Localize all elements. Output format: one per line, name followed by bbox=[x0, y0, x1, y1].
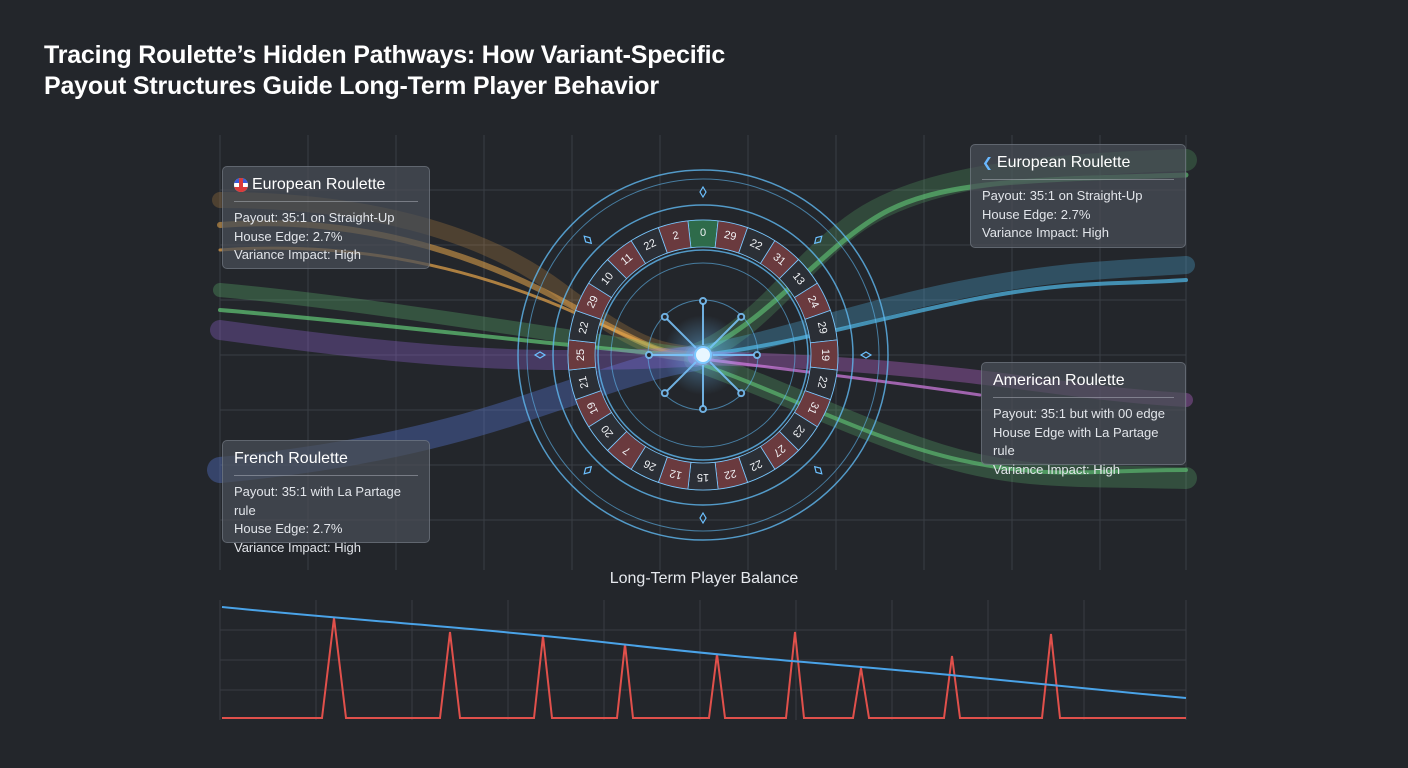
wheel-number: 27 bbox=[771, 442, 788, 459]
wheel-spoke-tip bbox=[645, 351, 653, 359]
wheel-number: 22 bbox=[748, 237, 764, 253]
wheel-number: 23 bbox=[790, 423, 807, 440]
wheel-number: 22 bbox=[723, 467, 738, 481]
wheel-diamond bbox=[699, 511, 707, 525]
wheel-spoke-tip bbox=[699, 297, 707, 305]
card-line-house-edge: House Edge: 2.7% bbox=[234, 228, 343, 244]
wheel-diamond bbox=[813, 465, 823, 475]
wheel-number: 19 bbox=[819, 349, 831, 361]
balance-chart-title: Long-Term Player Balance bbox=[609, 570, 799, 587]
wheel-pocket bbox=[657, 220, 692, 254]
wheel-number: 10 bbox=[599, 270, 616, 287]
wheel-number: 21 bbox=[577, 375, 591, 390]
wheel-diamonds bbox=[533, 185, 873, 525]
card-title: French Roulette bbox=[234, 450, 348, 467]
card-divider bbox=[234, 201, 418, 202]
wheel-number: 31 bbox=[771, 251, 788, 268]
card-line-variance: Variance Impact: High bbox=[234, 247, 361, 262]
wheel-spoke-tip bbox=[660, 312, 669, 321]
card-line-house-edge: House Edge with La Partage rule bbox=[993, 424, 1159, 459]
wheel-number: 29 bbox=[723, 229, 738, 243]
chevron-left-icon: ❮ bbox=[982, 155, 993, 170]
balance-chart bbox=[219, 600, 1187, 720]
wheel-number: 22 bbox=[642, 237, 658, 253]
card-line-house-edge: House Edge: 2.7% bbox=[234, 521, 343, 536]
wheel-number: 2 bbox=[672, 230, 681, 243]
wheel-diamond bbox=[583, 465, 593, 475]
title-line-1: Tracing Roulette’s Hidden Pathways: How … bbox=[44, 41, 726, 69]
card-line-house-edge: House Edge: 2.7% bbox=[982, 206, 1091, 222]
balance-series-line bbox=[221, 606, 1187, 699]
card-line-payout: Payout: 35:1 on Straight-Up bbox=[982, 188, 1143, 203]
wheel-number: 31 bbox=[805, 400, 821, 416]
wheel-number: 22 bbox=[577, 321, 591, 336]
card-divider bbox=[982, 179, 1174, 180]
card-french: French Roulette Payout: 35:1 with La Par… bbox=[222, 440, 430, 555]
wheel-diamond bbox=[813, 235, 823, 245]
wheel-spoke-tip bbox=[737, 312, 746, 321]
flag-icon bbox=[234, 178, 248, 192]
wheel-spoke-tip bbox=[753, 351, 761, 359]
card-line-payout: Payout: 35:1 on Straight-Up bbox=[234, 210, 395, 225]
wheel-number: 29 bbox=[585, 294, 601, 310]
wheel-number: 26 bbox=[642, 457, 658, 473]
card-line-payout: Payout: 35:1 but with 00 edge bbox=[993, 406, 1166, 421]
card-american: American Roulette Payout: 35:1 but with … bbox=[981, 362, 1186, 477]
card-line-payout: Payout: 35:1 with La Partage rule bbox=[234, 484, 401, 518]
wheel-diamond bbox=[583, 235, 593, 245]
wheel-number: 12 bbox=[669, 467, 684, 481]
page-title: Tracing Roulette’s Hidden Pathways: How … bbox=[44, 40, 804, 102]
card-title: European Roulette bbox=[252, 176, 386, 193]
card-european-right: ❮ European Roulette Payout: 35:1 on Stra… bbox=[970, 144, 1186, 248]
wheel-number: 19 bbox=[585, 400, 601, 416]
wheel-spoke-tip bbox=[660, 389, 669, 398]
spike-series-line bbox=[222, 617, 1186, 719]
wheel-number: 20 bbox=[599, 423, 616, 440]
card-divider bbox=[234, 475, 418, 476]
wheel-diamond bbox=[699, 185, 707, 199]
wheel-number: 22 bbox=[815, 375, 829, 390]
wheel-number: 22 bbox=[748, 457, 764, 473]
wheel-number: 25 bbox=[575, 349, 587, 361]
wheel-number: 24 bbox=[805, 294, 821, 310]
card-line-variance: Variance Impact: High bbox=[234, 539, 361, 555]
card-european-left: European Roulette Payout: 35:1 on Straig… bbox=[222, 166, 430, 269]
card-line-variance: Variance Impact: High bbox=[993, 461, 1120, 477]
wheel-spoke-tip bbox=[737, 389, 746, 398]
wheel-number: 29 bbox=[815, 321, 829, 336]
wheel-number: 0 bbox=[700, 227, 706, 239]
wheel-number: 15 bbox=[697, 471, 709, 483]
wheel-spoke-tip bbox=[699, 405, 707, 413]
balance-chart-grid bbox=[219, 600, 1187, 720]
wheel-diamond bbox=[533, 351, 547, 359]
card-divider bbox=[993, 397, 1174, 398]
title-line-2: Payout Structures Guide Long-Term Player… bbox=[44, 72, 659, 100]
wheel-number: 13 bbox=[790, 270, 807, 287]
card-line-variance: Variance Impact: High bbox=[982, 225, 1109, 240]
wheel-diamond bbox=[859, 351, 873, 359]
card-title: American Roulette bbox=[993, 372, 1125, 389]
card-title: European Roulette bbox=[996, 154, 1131, 171]
